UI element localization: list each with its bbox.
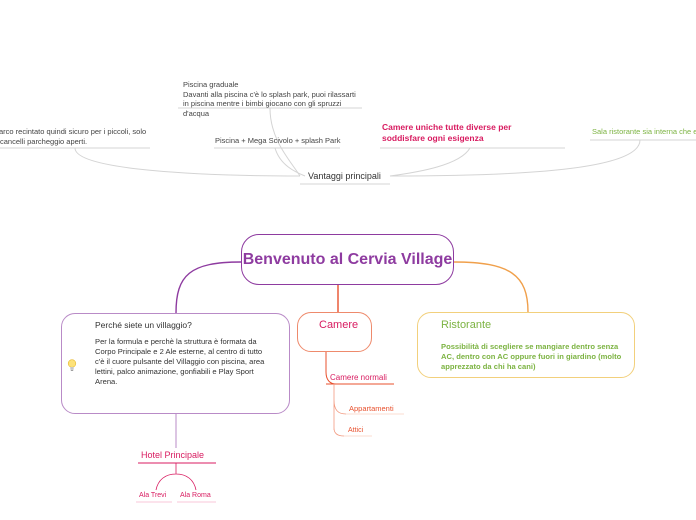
- ala-trevi-label[interactable]: Ala Trevi: [139, 492, 167, 499]
- node-villaggio[interactable]: Perché siete un villaggio? Per la formul…: [61, 313, 290, 414]
- villaggio-title: Perché siete un villaggio?: [95, 320, 192, 330]
- vantaggio-parco: Parco recintato quindi sicuro per i picc…: [0, 127, 147, 146]
- node-camere[interactable]: Camere: [297, 312, 372, 352]
- vantaggi-principali-label: Vantaggi principali: [308, 171, 381, 181]
- root-title: Benvenuto al Cervia Village: [242, 251, 453, 268]
- vantaggio-sala-ristorante: Sala ristorante sia interna che esterna: [592, 127, 696, 136]
- root-node[interactable]: Benvenuto al Cervia Village: [241, 234, 454, 285]
- camere-normali-label[interactable]: Camere normali: [330, 373, 387, 382]
- node-ristorante[interactable]: Ristorante Possibilità di scegliere se m…: [417, 312, 635, 378]
- appartamenti-label[interactable]: Appartamenti: [349, 404, 394, 413]
- root-to-villaggio-link: [175, 261, 242, 314]
- vantaggio-piscina-graduale: Piscina graduale Davanti alla piscina c'…: [183, 80, 356, 118]
- vantaggio-camere-uniche: Camere uniche tutte diverse per soddisfa…: [382, 122, 512, 143]
- attici-label[interactable]: Attici: [348, 427, 364, 434]
- villaggio-body: Per la formula e perchè la struttura è f…: [95, 337, 265, 386]
- normali-to-children-links: [333, 384, 347, 437]
- camere-title: Camere: [319, 319, 359, 331]
- ala-roma-label[interactable]: Ala Roma: [180, 492, 211, 499]
- hotel-to-ala-links: [155, 463, 197, 491]
- ristorante-body: Possibilità di scegliere se mangiare den…: [441, 342, 622, 371]
- ristorante-title: Ristorante: [441, 319, 492, 331]
- root-to-ristorante-link: [453, 261, 529, 313]
- hotel-principale-label[interactable]: Hotel Principale: [141, 450, 205, 460]
- vantaggio-piscina-scivolo: Piscina + Mega Scivolo + splash Park: [215, 136, 341, 145]
- lightbulb-icon: [67, 359, 77, 377]
